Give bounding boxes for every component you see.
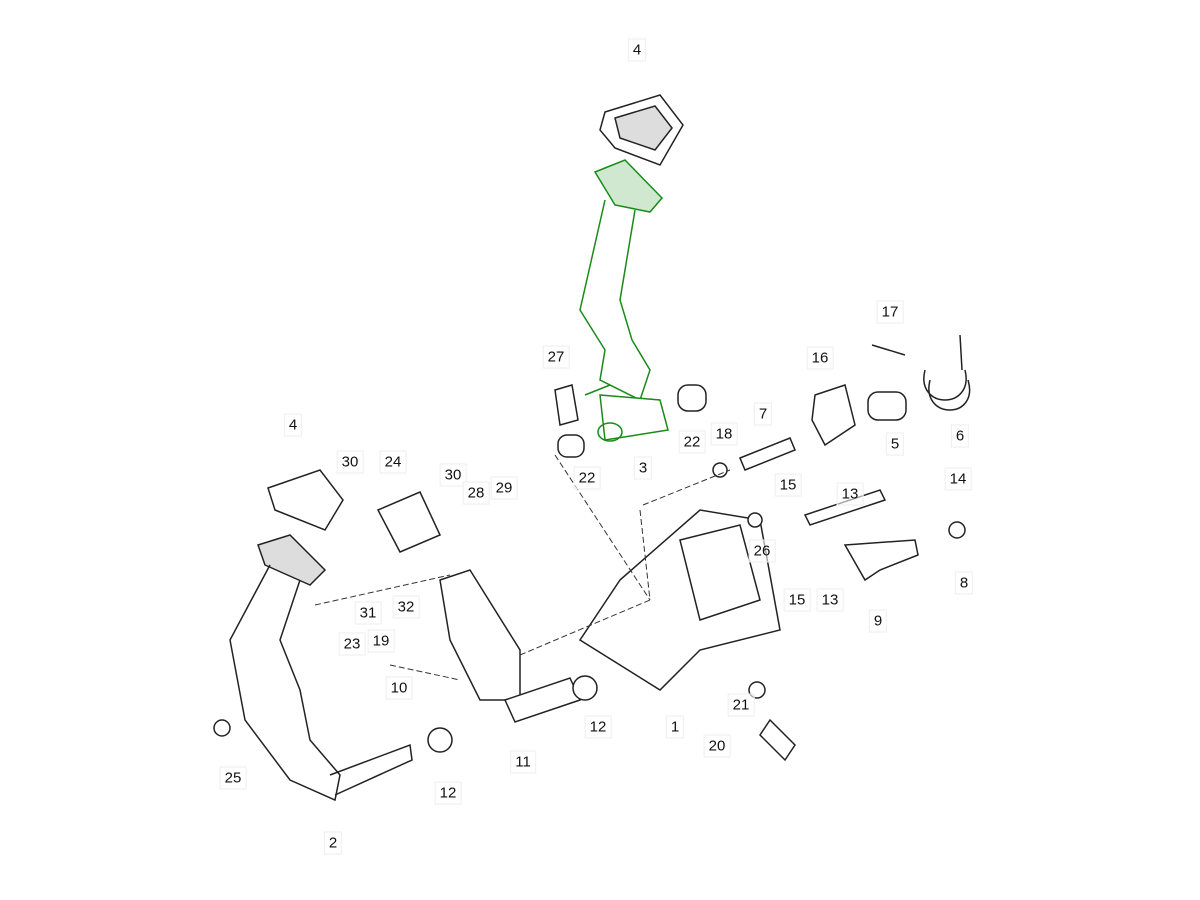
bracket-11[interactable] xyxy=(439,569,521,701)
pin-7[interactable] xyxy=(739,437,796,471)
part-label-6[interactable]: 6 xyxy=(950,424,970,448)
part-label-22-right[interactable]: 22 xyxy=(678,430,706,454)
part-label-3[interactable]: 3 xyxy=(633,456,653,480)
bolt-17[interactable] xyxy=(871,344,906,356)
brake-pedal-2[interactable] xyxy=(229,564,341,802)
part-label-24[interactable]: 24 xyxy=(379,450,407,474)
part-label-16[interactable]: 16 xyxy=(806,346,834,370)
part-label-1[interactable]: 1 xyxy=(665,715,685,739)
brake-pedal-pad[interactable] xyxy=(257,534,327,586)
part-label-28[interactable]: 28 xyxy=(462,481,490,505)
part-label-12-right[interactable]: 12 xyxy=(584,715,612,739)
nut-18[interactable] xyxy=(712,462,728,478)
part-label-20[interactable]: 20 xyxy=(703,734,731,758)
part-label-13-top[interactable]: 13 xyxy=(836,482,864,506)
pedal-pad-top[interactable] xyxy=(599,94,684,166)
part-label-15-top[interactable]: 15 xyxy=(774,473,802,497)
clutch-pedal-highlighted[interactable] xyxy=(579,159,669,442)
part-label-12-left[interactable]: 12 xyxy=(434,781,462,805)
nut-25[interactable] xyxy=(213,719,231,737)
part-label-4-top[interactable]: 4 xyxy=(627,38,647,62)
part-label-5[interactable]: 5 xyxy=(885,432,905,456)
part-label-14[interactable]: 14 xyxy=(944,467,972,491)
part-label-31[interactable]: 31 xyxy=(354,601,382,625)
part-label-7[interactable]: 7 xyxy=(753,402,773,426)
pedal-pad-left[interactable] xyxy=(267,469,344,531)
nut-8[interactable] xyxy=(948,521,966,539)
part-label-15-bottom[interactable]: 15 xyxy=(783,588,811,612)
part-label-23[interactable]: 23 xyxy=(338,632,366,656)
part-label-9[interactable]: 9 xyxy=(868,609,888,633)
bushing-22-left[interactable] xyxy=(557,434,585,458)
part-label-30-right[interactable]: 30 xyxy=(439,463,467,487)
part-label-8[interactable]: 8 xyxy=(954,571,974,595)
part-label-2[interactable]: 2 xyxy=(323,831,343,855)
lever-9[interactable] xyxy=(843,539,919,582)
part-label-32[interactable]: 32 xyxy=(392,595,420,619)
part-label-22-left[interactable]: 22 xyxy=(573,466,601,490)
bushing-22-right[interactable] xyxy=(677,384,707,412)
bushing-12-right[interactable] xyxy=(572,675,598,701)
part-label-4-left[interactable]: 4 xyxy=(283,413,303,437)
spring-6[interactable] xyxy=(923,334,971,411)
part-label-19[interactable]: 19 xyxy=(367,629,395,653)
bracket-16[interactable] xyxy=(811,384,856,447)
part-label-21[interactable]: 21 xyxy=(727,693,755,717)
part-label-10[interactable]: 10 xyxy=(385,676,413,700)
bushing-5[interactable] xyxy=(867,391,907,421)
bracket-1[interactable] xyxy=(578,509,781,691)
part-label-27[interactable]: 27 xyxy=(542,345,570,369)
part-label-17[interactable]: 17 xyxy=(876,300,904,324)
clip-27[interactable] xyxy=(554,384,579,426)
switch-20[interactable] xyxy=(759,718,796,762)
nut-26[interactable] xyxy=(747,512,763,528)
part-label-29[interactable]: 29 xyxy=(490,476,518,500)
shaft-2[interactable] xyxy=(329,743,413,796)
part-label-25[interactable]: 25 xyxy=(219,766,247,790)
tube-11[interactable] xyxy=(503,677,582,723)
cylinder-24[interactable] xyxy=(376,491,442,553)
part-label-11[interactable]: 11 xyxy=(510,750,536,774)
part-label-26[interactable]: 26 xyxy=(748,539,776,563)
part-label-30-left[interactable]: 30 xyxy=(336,450,364,474)
bushing-12-left[interactable] xyxy=(427,727,453,753)
part-label-18[interactable]: 18 xyxy=(710,422,738,446)
part-label-13-bottom[interactable]: 13 xyxy=(816,588,844,612)
